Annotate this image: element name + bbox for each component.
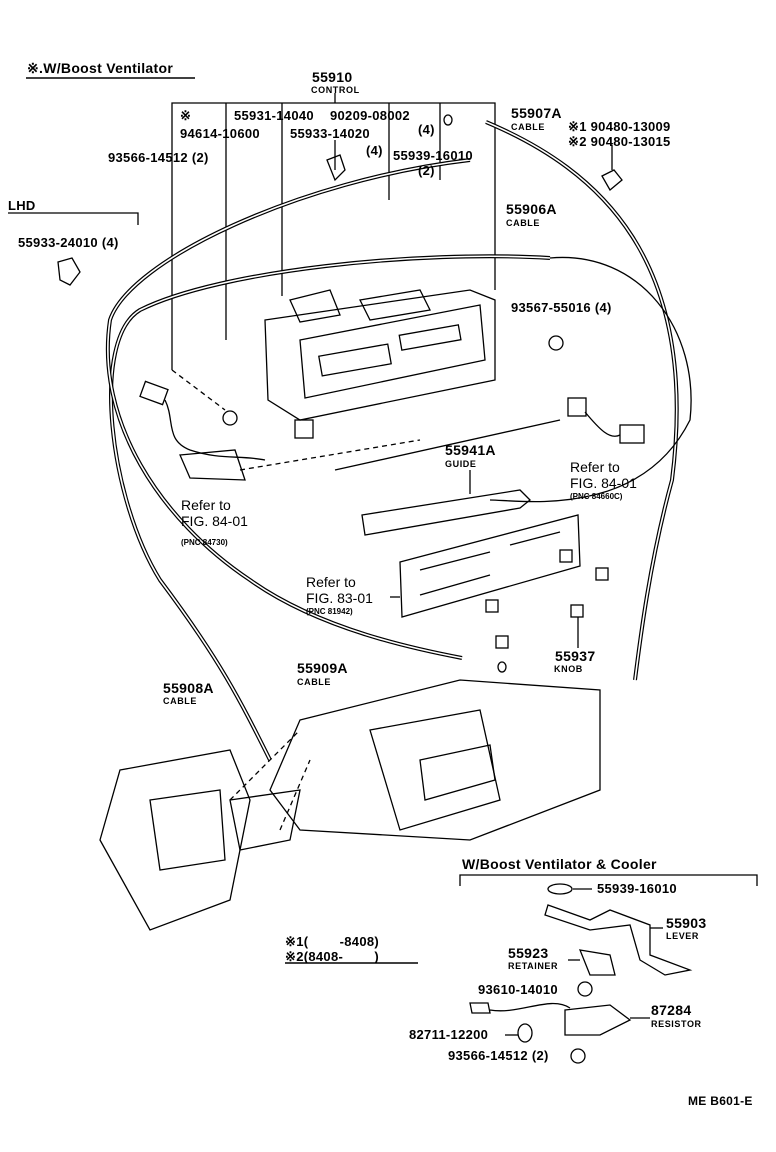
part-93567: 93567-55016 (4) <box>511 300 612 315</box>
part-lever-name: LEVER <box>666 931 700 941</box>
part-cable-55908a: 55908A <box>163 680 214 696</box>
clip-55939 <box>547 883 573 895</box>
part-cable-55907a: 55907A <box>511 105 562 121</box>
heater-unit <box>99 679 601 931</box>
part-guide-number: 55941A <box>445 442 496 458</box>
ref-left-line1: Refer to <box>181 497 231 513</box>
part-cable-55906a-name: CABLE <box>506 218 540 228</box>
diagram-code: ME B601-E <box>688 1094 753 1108</box>
knob <box>495 635 509 649</box>
part-94614: 94614-10600 <box>180 126 260 141</box>
lever-55903 <box>544 904 693 976</box>
resistor-harness <box>469 1002 571 1014</box>
dashed-line <box>171 369 226 411</box>
knob <box>570 604 584 618</box>
part-55939-top: 55939-16010 <box>393 148 473 163</box>
part-82711: 82711-12200 <box>409 1027 489 1042</box>
ref-left-pnc: (PNC 84730) <box>181 538 228 547</box>
part-55931: 55931-14040 <box>234 108 314 123</box>
control-unit <box>264 289 496 439</box>
part-90480-2: ※2 90480-13015 <box>568 134 671 149</box>
knob <box>595 567 609 581</box>
clip-55933-14020 <box>326 154 346 182</box>
ref-right-line1: Refer to <box>570 459 620 475</box>
part-cable-55906a: 55906A <box>506 201 557 217</box>
grommet-90480 <box>601 169 623 191</box>
part-cable-55907a-name: CABLE <box>511 122 545 132</box>
part-control-name: CONTROL <box>311 85 360 95</box>
cable-55907a-inner <box>485 121 678 681</box>
clamp-82711 <box>517 1023 533 1043</box>
cable-55906a <box>489 256 692 503</box>
part-55939-cooler: 55939-16010 <box>597 881 677 896</box>
lhd-bracket <box>8 212 139 225</box>
ref-right-line2[interactable]: FIG. 84-01 <box>570 475 637 491</box>
part-93610: 93610-14010 <box>478 982 558 997</box>
screw-icon <box>222 410 238 426</box>
part-cable-55909a: 55909A <box>297 660 348 676</box>
part-guide-name: GUIDE <box>445 459 477 469</box>
screw-icon <box>577 981 593 997</box>
part-retainer-name: RETAINER <box>508 961 559 971</box>
legend-note-1: ※1( -8408) <box>285 934 380 949</box>
part-knob-number: 55937 <box>555 648 596 664</box>
knob <box>485 599 499 613</box>
ref-left-line2[interactable]: FIG. 84-01 <box>181 513 248 529</box>
part-90209-qty: (4) <box>418 122 435 137</box>
heading-boost-cooler: W/Boost Ventilator & Cooler <box>462 856 657 872</box>
part-control-number: 55910 <box>312 69 353 85</box>
cable-55908a-inner <box>110 255 551 761</box>
part-55939-top-qty: (2) <box>418 163 435 178</box>
screw-icon <box>548 335 564 351</box>
cable-55909a-inner <box>107 159 471 659</box>
harness-left <box>139 380 266 481</box>
part-93566-bottom: 93566-14512 (2) <box>448 1048 549 1063</box>
retainer-55923 <box>578 949 616 976</box>
guide-55941a <box>361 489 531 536</box>
control-panel <box>399 514 581 618</box>
resistor-87284 <box>564 1004 632 1036</box>
part-90480-1: ※1 90480-13009 <box>568 119 671 134</box>
part-93566-top: 93566-14512 (2) <box>108 150 209 165</box>
part-55933-14020-qty: (4) <box>366 143 383 158</box>
cable-end <box>443 114 453 126</box>
part-cable-55909a-name: CABLE <box>297 677 331 687</box>
harness-right <box>567 397 645 444</box>
control-rod <box>334 419 561 471</box>
part-94614-mark: ※ <box>180 108 192 123</box>
ref-right-pnc: (PNC 84660C) <box>570 492 623 501</box>
ref-panel-line2[interactable]: FIG. 83-01 <box>306 590 373 606</box>
heading-boost-ventilator: ※.W/Boost Ventilator <box>27 60 174 76</box>
part-resistor-name: RESISTOR <box>651 1019 702 1029</box>
part-55933-14020: 55933-14020 <box>290 126 370 141</box>
cooler-bracket <box>459 874 758 886</box>
part-90209: 90209-08002 <box>330 108 410 123</box>
heading-lhd: LHD <box>8 198 36 213</box>
ref-panel-pnc: (PNC 81942) <box>306 607 353 616</box>
part-retainer-number: 55923 <box>508 945 549 961</box>
clip-55933-24010 <box>57 257 81 286</box>
ref-panel-line1: Refer to <box>306 574 356 590</box>
control-bracket <box>171 102 496 370</box>
part-knob-name: KNOB <box>554 664 583 674</box>
cable-end <box>497 661 507 673</box>
part-resistor-number: 87284 <box>651 1002 692 1018</box>
screw-icon <box>570 1048 586 1064</box>
part-cable-55908a-name: CABLE <box>163 696 197 706</box>
legend-note-2: ※2(8408- ) <box>285 949 380 964</box>
dashed-line <box>239 439 421 471</box>
part-lever-number: 55903 <box>666 915 707 931</box>
part-55933-24010: 55933-24010 (4) <box>18 235 119 250</box>
